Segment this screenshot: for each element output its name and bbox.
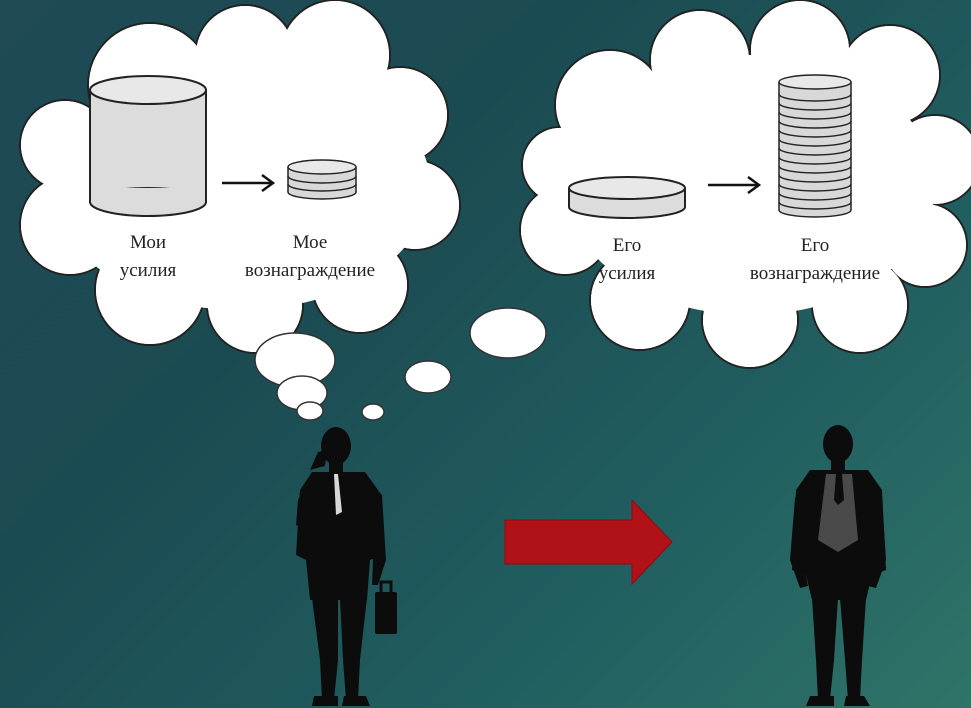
thinking-man-silhouette-icon [296,427,397,706]
left-effort-to-reward-arrow-icon [222,173,276,193]
left-thought-bubbles [254,332,336,421]
red-arrow-icon [504,498,673,586]
my-effort-cylinder-icon [89,75,207,217]
confident-man-silhouette-icon [790,425,886,706]
his-reward-coin-stack-icon [778,74,852,218]
my-effort-label-line1: Мои [130,232,166,253]
his-effort-label-line2: усилия [599,263,656,284]
his-effort-disc-icon [568,176,686,219]
left-thought-cloud [19,0,461,354]
my-reward-label-line2: вознаграждение [245,260,375,281]
my-reward-label-line1: Мое [293,232,328,253]
his-reward-label-line2: вознаграждение [750,263,880,284]
confident-man-tie [834,474,844,505]
my-reward-coin-stack-icon [287,159,357,200]
my-effort-label-line2: усилия [120,260,177,281]
confident-man-vest [818,474,858,552]
right-effort-to-reward-arrow-icon [708,175,762,195]
his-effort-label-line1: Его [613,235,641,256]
right-thought-bubbles [361,307,547,421]
his-reward-label-line1: Его [801,235,829,256]
thinking-man-shirt-highlight [334,474,342,515]
